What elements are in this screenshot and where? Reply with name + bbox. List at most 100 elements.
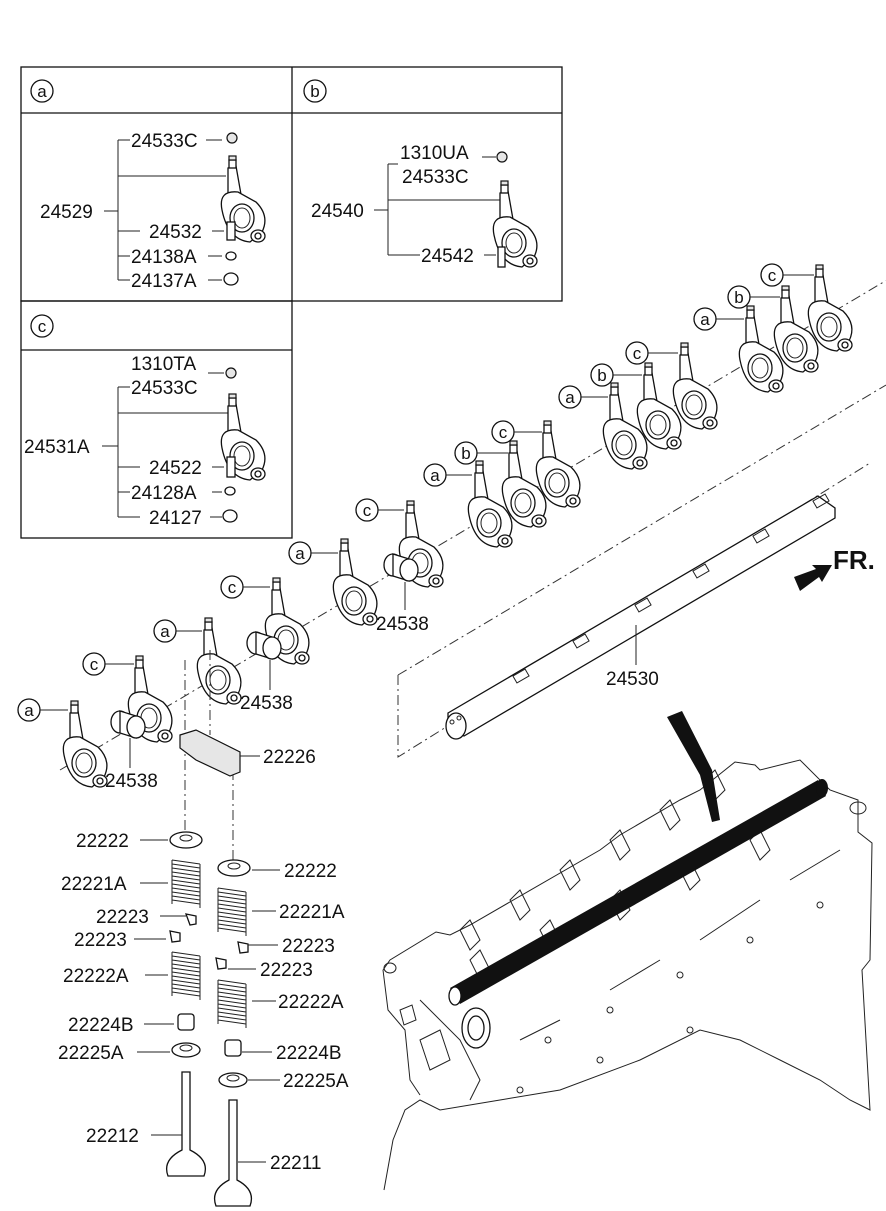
rocker-marker-8: b bbox=[454, 441, 508, 465]
right-key-lower-icon bbox=[215, 957, 227, 970]
inset-a-nut-icon bbox=[226, 132, 238, 144]
callout-pointer-icon bbox=[667, 711, 720, 822]
right-part-label-5: 22222A bbox=[278, 992, 344, 1013]
inset-a-marker: a bbox=[37, 82, 47, 101]
inset-a-cap-icon bbox=[225, 251, 237, 261]
svg-text:c: c bbox=[228, 578, 237, 597]
right-inner-spring-icon bbox=[217, 979, 247, 1029]
inset-a-part-2: 24532 bbox=[149, 222, 202, 243]
spacer-label-3: 24538 bbox=[376, 614, 429, 635]
inset-boxes bbox=[20, 66, 563, 539]
svg-text:a: a bbox=[160, 622, 170, 641]
inset-b-nut-icon bbox=[496, 151, 508, 163]
right-part-label-1: 22222 bbox=[284, 861, 337, 882]
svg-text:c: c bbox=[633, 344, 642, 363]
svg-text:b: b bbox=[597, 366, 606, 385]
inset-b-screw-icon bbox=[497, 246, 506, 268]
installed-shaft bbox=[448, 779, 828, 1006]
left-part-label-2: 22221A bbox=[61, 874, 127, 895]
rocker-arm-5-icon bbox=[332, 538, 378, 626]
valve-bridge: 22226 bbox=[179, 650, 316, 860]
inset-c-cap-icon bbox=[224, 486, 236, 496]
spacer-label-2: 24538 bbox=[240, 693, 293, 714]
cylinder-head bbox=[382, 759, 873, 1191]
inset-a-screw-icon bbox=[226, 221, 236, 241]
right-part-label-7: 22225A bbox=[283, 1071, 349, 1092]
left-part-label-3: 22223 bbox=[96, 907, 149, 928]
inset-c-part-5: 24127 bbox=[149, 508, 202, 529]
rocker-shaft: 24530 bbox=[397, 384, 886, 758]
svg-text:b: b bbox=[734, 288, 743, 307]
rocker-marker-6: c bbox=[355, 498, 404, 522]
svg-text:c: c bbox=[363, 501, 372, 520]
left-part-label-8: 22212 bbox=[86, 1126, 139, 1147]
inset-a-assembly: 24529 bbox=[40, 202, 93, 223]
rocker-marker-3: a bbox=[153, 619, 202, 643]
inset-c-part-2: 24533C bbox=[131, 378, 198, 399]
rocker-marker-2: c bbox=[82, 652, 134, 676]
right-part-label-2: 22221A bbox=[279, 902, 345, 923]
inset-box-a: a 24529 24533C 24532 24138A 24137A bbox=[30, 79, 266, 292]
svg-text:a: a bbox=[565, 388, 575, 407]
rocker-marker-13: a bbox=[693, 307, 744, 331]
svg-text:a: a bbox=[430, 466, 440, 485]
inset-a-pad-icon bbox=[223, 272, 239, 286]
inset-b-part-3: 24542 bbox=[421, 246, 474, 267]
inset-c-assembly: 24531A bbox=[24, 437, 90, 458]
svg-text:a: a bbox=[295, 544, 305, 563]
right-retainer-icon bbox=[217, 859, 251, 877]
rocker-arm-13-icon bbox=[738, 305, 784, 393]
left-seal-icon bbox=[177, 1013, 195, 1031]
svg-text:a: a bbox=[700, 310, 710, 329]
left-inner-spring-icon bbox=[171, 951, 201, 1001]
inset-a-part-3: 24138A bbox=[131, 247, 197, 268]
rocker-marker-14: b bbox=[727, 285, 780, 309]
inset-c-pad-icon bbox=[222, 509, 238, 523]
right-part-label-3: 22223 bbox=[282, 936, 335, 957]
right-part-label-4: 22223 bbox=[260, 960, 313, 981]
inset-c-part-1: 1310TA bbox=[131, 354, 196, 375]
front-indicator: FR. bbox=[794, 545, 875, 591]
inset-box-b: b 24540 1310UA 24533C 24542 bbox=[303, 79, 538, 268]
inset-c-nut-icon bbox=[225, 367, 237, 379]
inset-c-part-4: 24128A bbox=[131, 483, 197, 504]
rocker-marker-1: a bbox=[17, 698, 68, 722]
inset-b-assembly: 24540 bbox=[311, 201, 364, 222]
valve-train-right: 22222 22221A 22223 22223 22222A 22224B 2… bbox=[213, 859, 349, 1207]
rocker-marker-7: a bbox=[423, 463, 472, 487]
svg-text:c: c bbox=[768, 266, 777, 285]
left-retainer-icon bbox=[169, 831, 203, 849]
bridge-icon bbox=[179, 729, 241, 777]
inset-a-part-4: 24137A bbox=[131, 271, 197, 292]
rocker-marker-5: a bbox=[288, 541, 338, 565]
left-part-label-5: 22222A bbox=[63, 966, 129, 987]
front-arrow-icon bbox=[794, 565, 832, 591]
right-part-label-6: 22224B bbox=[276, 1043, 342, 1064]
right-key-upper-icon bbox=[237, 941, 249, 954]
svg-text:c: c bbox=[90, 655, 99, 674]
inset-c-screw-icon bbox=[226, 456, 236, 478]
svg-text:b: b bbox=[461, 444, 470, 463]
right-seal-icon bbox=[224, 1039, 242, 1057]
rocker-arm-12-icon bbox=[672, 342, 718, 430]
rocker-arm-1-icon bbox=[62, 700, 108, 788]
left-part-label-4: 22223 bbox=[74, 930, 127, 951]
left-key-upper-icon bbox=[184, 913, 197, 926]
right-outer-spring-icon bbox=[217, 887, 247, 937]
inset-b-marker: b bbox=[310, 82, 319, 101]
rocker-marker-11: b bbox=[590, 363, 642, 387]
rocker-marker-15: c bbox=[760, 263, 814, 287]
left-part-label-1: 22222 bbox=[76, 831, 129, 852]
left-seat-icon bbox=[171, 1042, 201, 1058]
right-valve-icon bbox=[213, 1099, 253, 1207]
inset-c-part-3: 24522 bbox=[149, 458, 202, 479]
inset-b-part-1: 1310UA bbox=[400, 143, 469, 164]
right-part-label-8: 22211 bbox=[270, 1153, 321, 1174]
left-valve-icon bbox=[165, 1071, 207, 1177]
inset-a-part-1: 24533C bbox=[131, 131, 198, 152]
front-label: FR. bbox=[833, 545, 875, 575]
rocker-arm-3-icon bbox=[196, 617, 242, 705]
rocker-arm-15-icon bbox=[807, 264, 853, 352]
inset-c-marker: c bbox=[38, 317, 47, 336]
